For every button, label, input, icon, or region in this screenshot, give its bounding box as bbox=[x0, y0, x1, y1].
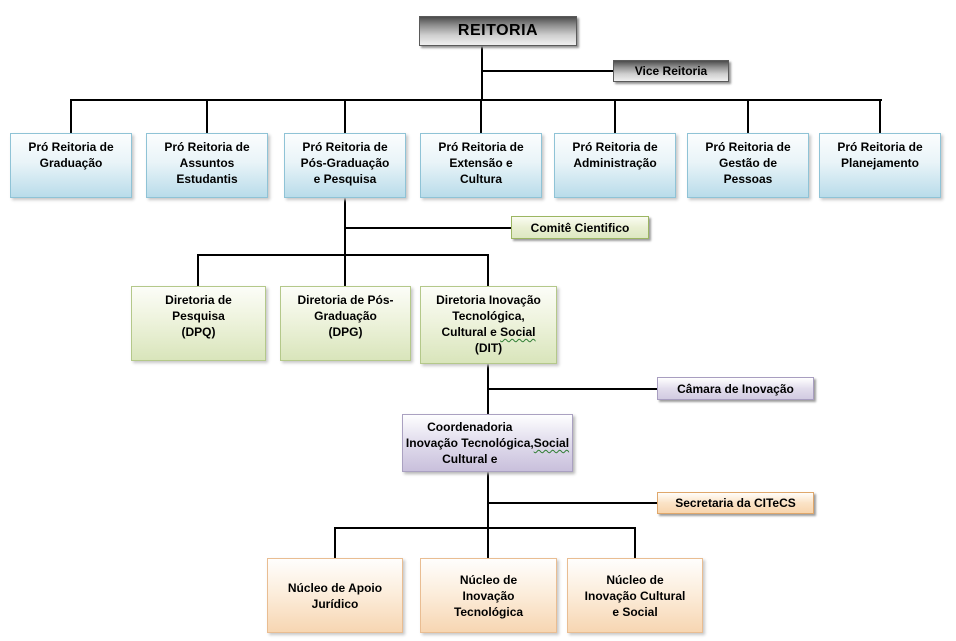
box-nucleo-apoio-juridico: Núcleo de Apoio Jurídico bbox=[267, 558, 403, 633]
box-nucleo-inovacao-tecnologica: Núcleo de Inovação Tecnológica bbox=[420, 558, 557, 633]
connector-main-horizontal bbox=[71, 99, 882, 101]
connector-drop-administracao bbox=[614, 99, 616, 133]
box-pro-reitoria-pos-graduacao-pesquisa: Pró Reitoria de Pós-Graduação e Pesquisa bbox=[284, 133, 406, 198]
box-pro-reitoria-graduacao: Pró Reitoria de Graduação bbox=[10, 133, 132, 198]
box-nucleo-inovacao-cultural-social: Núcleo de Inovação Cultural e Social bbox=[567, 558, 703, 633]
box-secretaria-citecs: Secretaria da CITeCS bbox=[657, 492, 814, 514]
box-vice-reitoria: Vice Reitoria bbox=[613, 60, 729, 82]
connector-drop-gestao bbox=[747, 99, 749, 133]
box-camara-inovacao: Câmara de Inovação bbox=[657, 377, 814, 400]
connector-coordenadoria-stem bbox=[487, 472, 489, 558]
connector-drop-dpq bbox=[197, 254, 199, 286]
box-pro-reitoria-assuntos-estudantis: Pró Reitoria de Assuntos Estudantis bbox=[146, 133, 268, 198]
box-pro-reitoria-administracao: Pró Reitoria de Administração bbox=[554, 133, 676, 198]
box-pro-reitoria-planejamento: Pró Reitoria de Planejamento bbox=[819, 133, 941, 198]
box-comite-cientifico: Comitê Cientifico bbox=[511, 216, 649, 239]
connector-vice-reitoria bbox=[481, 70, 613, 72]
box-coordenadoria-citecs: Coordenadoria Inovação Tecnológica, Cult… bbox=[402, 414, 573, 472]
connector-reitoria-stem bbox=[481, 46, 483, 99]
box-reitoria: REITORIA bbox=[419, 16, 577, 46]
connector-camara bbox=[487, 388, 657, 390]
connector-drop-dit bbox=[487, 254, 489, 286]
connector-drop-nucleo-cultural bbox=[634, 527, 636, 558]
connector-drop-nucleo-juridico bbox=[334, 527, 336, 558]
connector-drop-posgrad bbox=[344, 99, 346, 133]
box-diretoria-pos-graduacao-dpg: Diretoria de Pós- Graduação (DPG) bbox=[280, 286, 411, 361]
box-pro-reitoria-extensao-cultura: Pró Reitoria de Extensão e Cultura bbox=[420, 133, 542, 198]
connector-secretaria bbox=[487, 502, 657, 504]
connector-drop-assuntos bbox=[206, 99, 208, 133]
connector-comite bbox=[344, 227, 511, 229]
connector-drop-planejamento bbox=[879, 99, 881, 133]
connector-drop-extensao bbox=[480, 99, 482, 133]
connector-posgrad-stem bbox=[344, 198, 346, 286]
connector-diretorias-horizontal bbox=[197, 254, 489, 256]
connector-nucleos-horizontal bbox=[334, 527, 636, 529]
connector-drop-graduacao bbox=[70, 99, 72, 133]
box-pro-reitoria-gestao-pessoas: Pró Reitoria de Gestão de Pessoas bbox=[687, 133, 809, 198]
box-diretoria-pesquisa-dpq: Diretoria de Pesquisa (DPQ) bbox=[131, 286, 266, 361]
box-diretoria-inovacao-dit: Diretoria Inovação Tecnológica, Cultural… bbox=[420, 286, 557, 364]
